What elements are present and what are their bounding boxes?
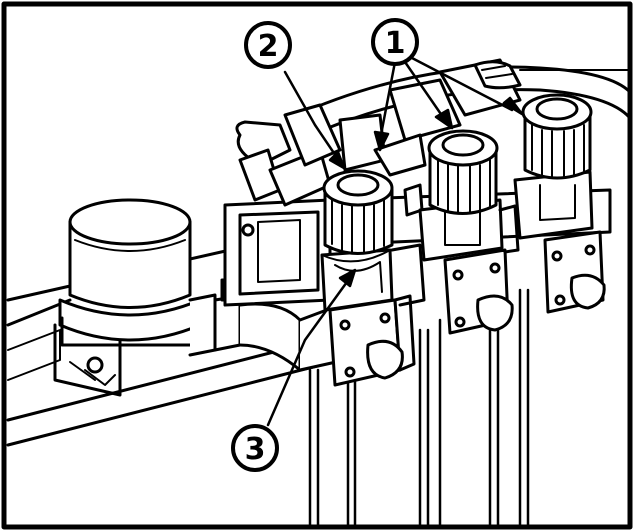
valve-front xyxy=(320,169,424,387)
callout-2: 2 xyxy=(244,21,292,69)
valve-middle xyxy=(418,129,514,335)
valve-right xyxy=(513,93,606,314)
leader-lines xyxy=(266,56,524,427)
rear-hoses xyxy=(235,58,522,207)
callout-3: 3 xyxy=(231,424,279,472)
svg-text:2: 2 xyxy=(258,29,279,64)
svg-text:1: 1 xyxy=(385,26,406,61)
drain-pipes xyxy=(308,288,530,527)
callout-1: 1 xyxy=(371,18,419,66)
filter-canister xyxy=(53,198,202,397)
manifold-block xyxy=(390,204,520,307)
svg-text:3: 3 xyxy=(245,432,266,467)
